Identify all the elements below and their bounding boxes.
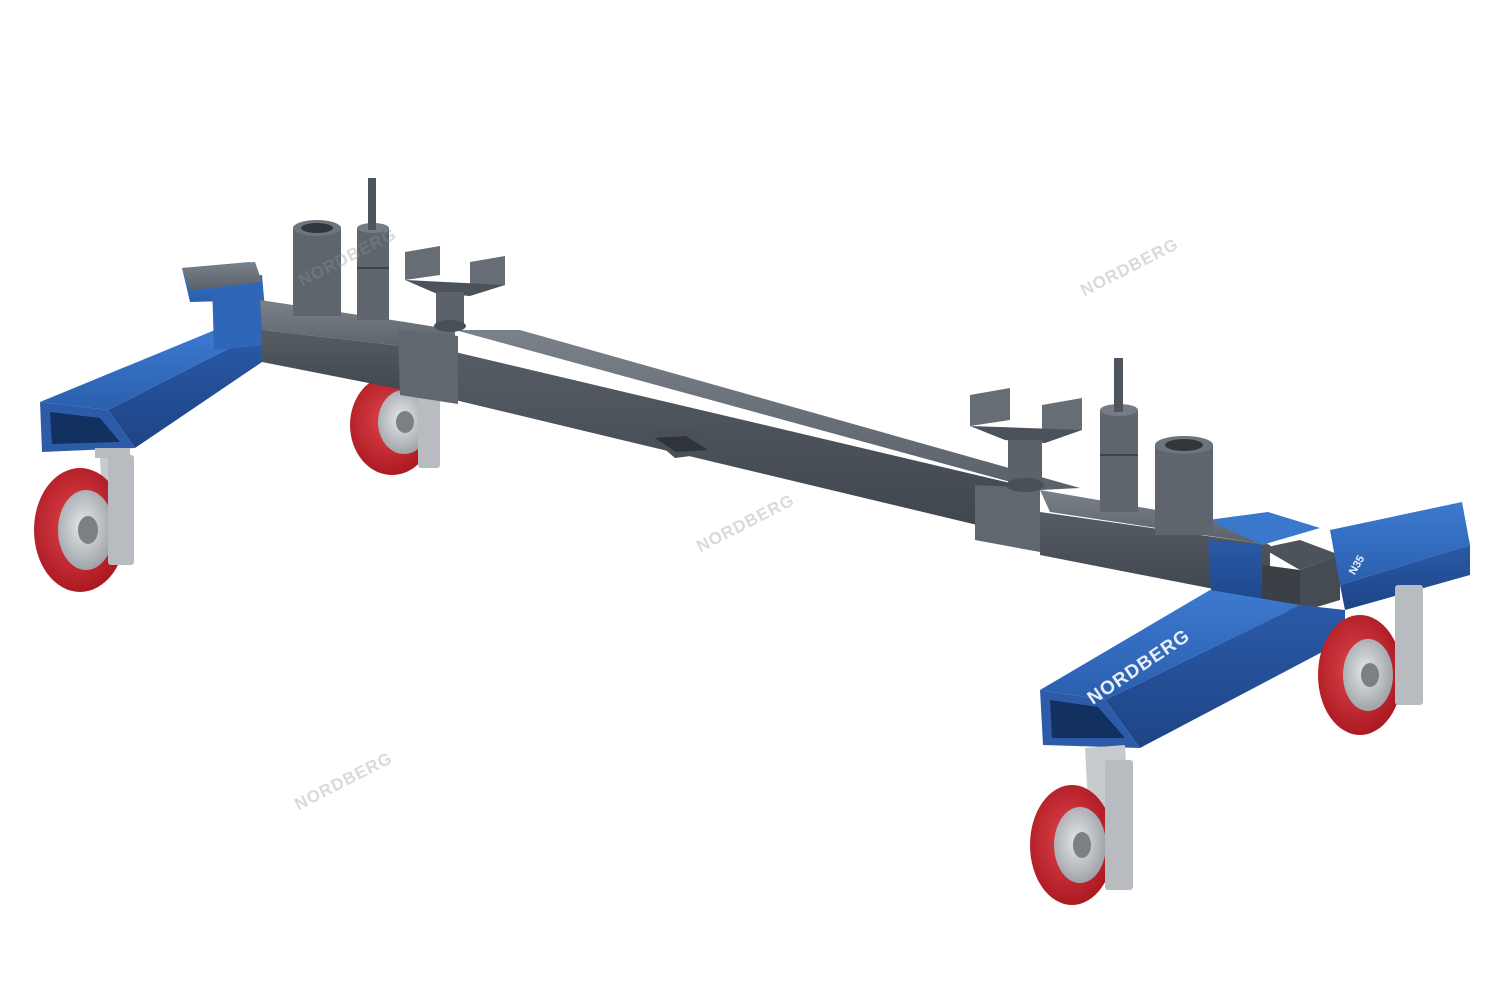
left-front-caster <box>34 448 134 592</box>
right-rear-caster <box>1318 585 1423 735</box>
right-front-caster <box>1030 745 1133 905</box>
gray-beam <box>182 262 1270 600</box>
left-blue-leg <box>40 262 268 452</box>
left-rear-caster <box>350 375 440 475</box>
left-tooling <box>293 178 505 332</box>
right-blue-leg <box>1040 502 1470 748</box>
right-tooling <box>970 358 1213 535</box>
